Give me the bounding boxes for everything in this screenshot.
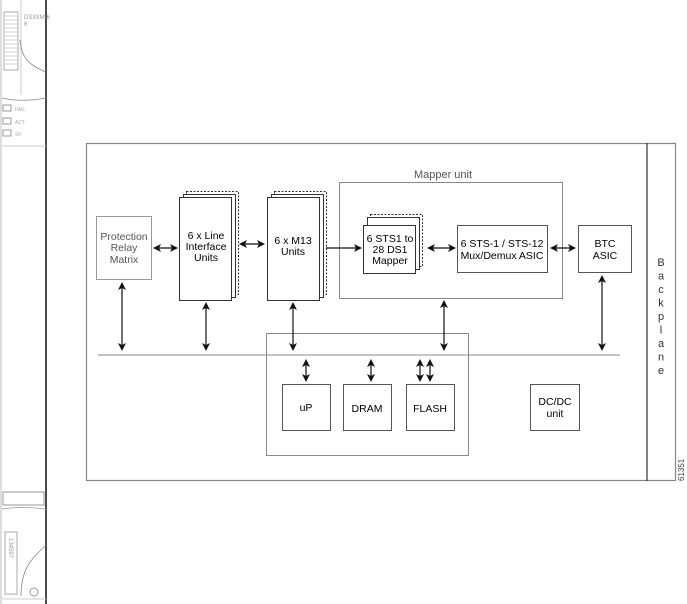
line-interface-text-3: Units: [194, 252, 218, 264]
led-sf-indicator: [2, 129, 12, 137]
mapper-text-3: Mapper: [372, 255, 408, 267]
faceplate-divider: [1, 97, 47, 101]
line-interface-text-2: Interface: [186, 241, 227, 253]
btc-asic-block: [578, 225, 632, 273]
up-block: [282, 384, 331, 431]
card-name-suffix: 6: [24, 22, 28, 28]
barcode-label-frame: [4, 531, 18, 595]
dcdc-text-1: DC/DC: [538, 396, 572, 408]
faceplate-label-slot: [2, 491, 45, 506]
flash-block: [406, 384, 455, 431]
figure-id: 61351: [677, 458, 686, 481]
backplane-letter: B: [657, 257, 664, 269]
m13-text-2: Units: [281, 246, 305, 258]
m13-text-1: 6 x M13: [274, 235, 312, 247]
card-faceplate: DS3XM-6 6 FAIL ACT SF 134597: [0, 0, 51, 604]
protection-text-1: Protection: [100, 231, 147, 243]
up-text: uP: [300, 402, 313, 414]
faceplate-vent: [3, 11, 19, 71]
backplane-letter: e: [658, 365, 664, 377]
btc-text-2: ASIC: [593, 250, 618, 262]
backplane-letter: k: [658, 298, 664, 310]
led-act-indicator: [2, 117, 12, 125]
protection-text-2: Relay: [111, 242, 139, 254]
led-fail-label: FAIL: [15, 107, 26, 113]
backplane-letter: c: [658, 284, 664, 296]
faceplate-screw: [29, 587, 39, 597]
protection-text-3: Matrix: [110, 254, 139, 266]
backplane-letter: l: [660, 325, 662, 337]
backplane-letter: n: [658, 352, 664, 364]
backplane-letter: p: [658, 311, 664, 323]
lower-ejector-curve: [20, 544, 47, 597]
faceplate-lower-divider: [1, 507, 47, 510]
led-sf-label: SF: [15, 132, 21, 138]
mapper-text-2: 28 DS1: [372, 244, 407, 256]
mapper-text-1: 6 STS1 to: [367, 233, 414, 245]
btc-text-1: BTC: [595, 238, 616, 250]
m13-units-block: [267, 197, 320, 301]
dram-text: DRAM: [352, 403, 383, 415]
dcdc-unit-block: [530, 384, 580, 431]
dcdc-text-2: unit: [547, 408, 564, 420]
card-name-label: DS3XM-6: [24, 15, 51, 21]
processor-container: [266, 333, 469, 456]
mux-demux-asic-block: [457, 225, 548, 273]
mapper-unit-label: Mapper unit: [414, 169, 472, 181]
dram-block: [343, 384, 392, 431]
barcode-label: 134597: [7, 538, 13, 559]
backplane-letter: a: [658, 338, 665, 350]
flash-text: FLASH: [413, 403, 447, 415]
ejector-curve: [19, 39, 47, 73]
led-fail-indicator: [2, 104, 12, 112]
mux-text-2: Mux/Demux ASIC: [461, 250, 544, 262]
led-act-label: ACT: [15, 120, 25, 126]
mapper-unit-container: [339, 182, 563, 299]
board-frame: [85, 142, 677, 482]
backplane-letter: a: [658, 271, 665, 283]
protection-relay-matrix-block: [96, 216, 152, 280]
line-interface-text-1: 6 x Line: [188, 230, 225, 242]
mux-text-1: 6 STS-1 / STS-12: [461, 238, 544, 250]
line-interface-units-block: [179, 197, 232, 301]
mapper-block: [363, 225, 416, 274]
